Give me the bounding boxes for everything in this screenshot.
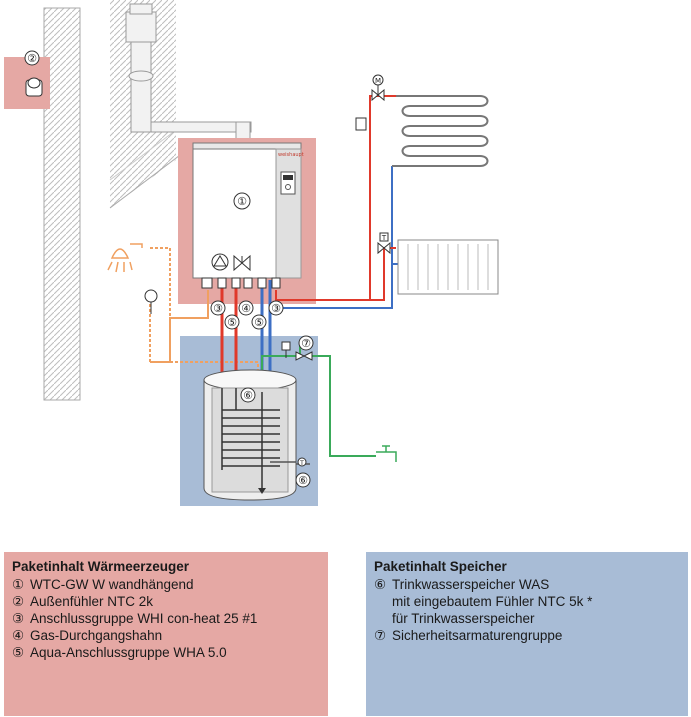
legend-heat-generator-title: Paketinhalt Wärmeerzeuger [12,559,190,574]
water-tap-icon [376,445,397,462]
legend-item-text: für Trinkwasserspeicher [392,611,535,626]
outdoor-sensor-icon [25,77,43,97]
legend-item-text: Trinkwasserspeicher WAS [392,577,550,592]
legend-item-number: ① [12,577,25,592]
legend-item-text: Aqua-Anschlussgruppe WHA 5.0 [30,645,227,660]
legend-item-number: ⑥ [374,577,387,592]
marker-connection-left: ③ [213,302,223,315]
legend-heat-generator: Paketinhalt Wärmeerzeuger ① WTC-GW W wan… [4,552,328,716]
marker-aqua-right: ⑤ [254,316,264,329]
legend-item-number: ② [12,594,25,609]
legend-item: ① WTC-GW W wandhängend [12,576,320,593]
legend-item-text: WTC-GW W wandhängend [30,577,194,592]
mixing-valve-icon [144,289,158,314]
marker-aqua-left: ⑤ [227,316,237,329]
legend-item-text: Außenfühler NTC 2k [30,594,154,609]
safety-valve-group [281,341,313,361]
storage-tank [203,369,297,501]
floor-heating-coil [355,95,489,167]
marker-safety-group: ⑦ [301,337,311,350]
thermostat-valve: T [377,232,391,255]
shower-icon [107,243,143,273]
radiator [397,239,499,295]
marker-gas-valve: ④ [241,302,251,315]
legend-item: ⑤ Aqua-Anschlussgruppe WHA 5.0 [12,644,320,661]
heating-system-diagram: ② weishaupt ① [4,0,499,506]
legend-item-number: ⑤ [12,645,25,660]
boiler-unit: weishaupt [192,142,304,279]
brand-label: weishaupt [278,152,304,158]
flue-pipe [125,3,252,145]
tank-sensor-label: T [299,460,304,467]
legend-item: ④ Gas-Durchgangshahn [12,627,320,644]
marker-tank-sensor: ⑥ [298,474,308,487]
legend-item-text: mit eingebautem Fühler NTC 5k * [392,594,593,609]
marker-wall-unit: ① [237,195,247,208]
legend-item: ⑥ Trinkwasserspeicher WAS mit eingebaute… [374,576,680,627]
legend-item-text: Gas-Durchgangshahn [30,628,163,643]
tank-sensor: T [297,457,307,467]
legend-item-number: ③ [12,611,25,626]
thermostat-valve-label: T [381,234,387,242]
marker-outdoor-sensor: ② [27,52,37,65]
motor-valve-label: M [375,77,381,85]
legend-item: ② Außenfühler NTC 2k [12,593,320,610]
legend-item-number: ④ [12,628,25,643]
marker-tank: ⑥ [243,389,253,402]
motor-valve: M [371,74,385,102]
legend-item-number: ⑦ [374,628,387,643]
legend-item: ③ Anschlussgruppe WHI con-heat 25 #1 [12,610,320,627]
legend-item-text: Anschlussgruppe WHI con-heat 25 #1 [30,611,258,626]
connection-valves [201,277,281,289]
legend-storage: Paketinhalt Speicher ⑥ Trinkwasserspeich… [366,552,688,716]
marker-connection-right: ③ [271,302,281,315]
legend-storage-title: Paketinhalt Speicher [374,559,507,574]
legend-item: ⑦ Sicherheitsarmaturengruppe [374,627,680,644]
legend-item-text: Sicherheitsarmaturengruppe [392,628,563,643]
